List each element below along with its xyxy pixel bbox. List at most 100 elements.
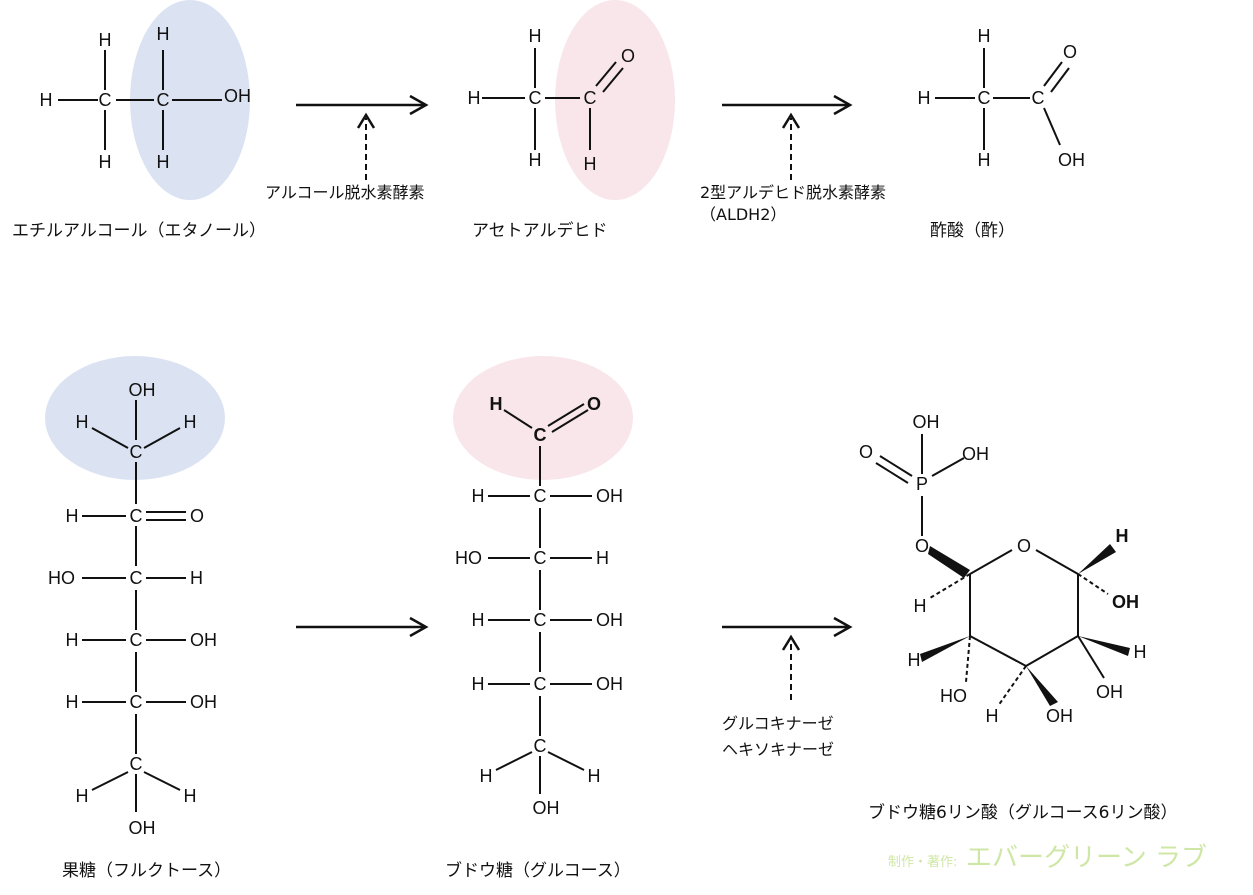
- arrow-head: [356, 112, 376, 129]
- atom-h: H: [472, 674, 485, 694]
- atom-oh: OH: [190, 692, 217, 712]
- atom-c: C: [534, 486, 547, 506]
- atom-oh: OH: [962, 444, 989, 464]
- arrow-head: [781, 634, 801, 651]
- arrow-head: [409, 94, 429, 116]
- glucose-highlight: [453, 356, 633, 480]
- atom-oh: OH: [190, 630, 217, 650]
- atom-p: P: [916, 474, 928, 494]
- glucose-label: ブドウ糖（グルコース）: [445, 860, 631, 881]
- atom-h: H: [978, 150, 991, 170]
- enzyme-aldh-line1: 2型アルデヒド脱水素酵素: [700, 183, 886, 202]
- atom-c: C: [130, 692, 143, 712]
- acetic-acid-structure: C C H H H O OH: [918, 26, 1086, 170]
- arrow-head: [409, 616, 429, 638]
- atom-oh: OH: [596, 486, 623, 506]
- enzyme-gk-line2: ヘキソキナーゼ: [722, 740, 834, 759]
- atom-oh: OH: [913, 412, 940, 432]
- atom-h: H: [986, 706, 999, 726]
- atom-h: H: [529, 26, 542, 46]
- atom-oh: OH: [1096, 682, 1123, 702]
- atom-c: C: [534, 674, 547, 694]
- atom-c: C: [534, 610, 547, 630]
- atom-c: C: [534, 736, 547, 756]
- atom-h: H: [66, 692, 79, 712]
- atom-h: H: [596, 548, 609, 568]
- g6p-label: ブドウ糖6リン酸（グルコース6リン酸）: [868, 802, 1177, 823]
- fructose-label: 果糖（フルクトース）: [62, 861, 231, 881]
- atom-h: H: [66, 506, 79, 526]
- atom-h: H: [468, 88, 481, 108]
- atom-h: H: [490, 394, 503, 414]
- atom-h: H: [1134, 642, 1147, 662]
- atom-c: C: [534, 425, 547, 445]
- atom-c: C: [130, 442, 143, 462]
- atom-oh: OH: [596, 610, 623, 630]
- atom-h: H: [1116, 526, 1129, 546]
- atom-o: O: [915, 536, 929, 556]
- acetaldehyde-structure: C C H H H H O: [468, 26, 636, 174]
- fructose-structure: OH H H C C H O C HO H C H OH C H OH: [48, 380, 217, 838]
- atom-h: H: [66, 630, 79, 650]
- g6p-structure: OH P O OH O O H H OH H OH OH: [859, 412, 1147, 726]
- arrow-head: [833, 616, 853, 638]
- atom-h: H: [99, 30, 112, 50]
- ethanol-structure: C C H H H H H OH: [40, 24, 252, 172]
- atom-h: H: [472, 486, 485, 506]
- atom-h: H: [529, 150, 542, 170]
- atom-ho: HO: [940, 686, 967, 706]
- atom-c: C: [584, 88, 597, 108]
- watermark-logo: エバーグリーン ラブ: [966, 843, 1207, 873]
- atom-o: O: [1017, 536, 1031, 556]
- atom-c: C: [157, 90, 170, 110]
- atom-c: C: [130, 568, 143, 588]
- atom-oh: OH: [1112, 592, 1139, 612]
- atom-c: C: [534, 548, 547, 568]
- atom-h: H: [908, 650, 921, 670]
- atom-h: H: [184, 412, 197, 432]
- atom-h: H: [480, 766, 493, 786]
- atom-oh: OH: [1046, 706, 1073, 726]
- acetaldehyde-highlight: [555, 0, 675, 200]
- watermark-credit: 制作・著作:: [888, 855, 957, 870]
- glucose-structure: H O C C H OH C HO H C H OH C H OH C: [455, 394, 623, 818]
- atom-h: H: [914, 596, 927, 616]
- atom-c: C: [130, 754, 143, 774]
- atom-oh: OH: [596, 674, 623, 694]
- atom-h: H: [157, 152, 170, 172]
- atom-c: C: [130, 630, 143, 650]
- enzyme-gk-line1: グルコキナーゼ: [722, 714, 834, 733]
- arrow-head: [781, 112, 801, 129]
- atom-c: C: [529, 88, 542, 108]
- atom-h: H: [190, 568, 203, 588]
- atom-h: H: [99, 152, 112, 172]
- atom-h: H: [76, 412, 89, 432]
- atom-o: O: [587, 394, 601, 414]
- atom-h: H: [588, 766, 601, 786]
- atom-h: H: [472, 610, 485, 630]
- atom-h: H: [40, 90, 53, 110]
- enzyme-adh: アルコール脱水素酵素: [265, 183, 425, 202]
- atom-h: H: [157, 24, 170, 44]
- atom-o: O: [190, 506, 204, 526]
- arrow-head: [833, 94, 853, 116]
- atom-ho: HO: [455, 548, 482, 568]
- atom-oh: OH: [533, 798, 560, 818]
- acetic-acid-label: 酢酸（酢）: [930, 221, 1015, 241]
- atom-c: C: [978, 88, 991, 108]
- atom-h: H: [918, 88, 931, 108]
- atom-oh: OH: [129, 380, 156, 400]
- acetaldehyde-label: アセトアルデヒド: [472, 220, 608, 241]
- atom-o: O: [621, 46, 635, 66]
- enzyme-aldh-line2: （ALDH2）: [700, 205, 786, 224]
- atom-oh: OH: [129, 818, 156, 838]
- atom-h: H: [584, 154, 597, 174]
- atom-oh: OH: [1058, 150, 1085, 170]
- atom-ho: HO: [48, 568, 75, 588]
- atom-o: O: [1063, 42, 1077, 62]
- ethanol-label: エチルアルコール（エタノール）: [12, 221, 266, 241]
- atom-h: H: [978, 26, 991, 46]
- atom-c: C: [130, 506, 143, 526]
- atom-h: H: [184, 786, 197, 806]
